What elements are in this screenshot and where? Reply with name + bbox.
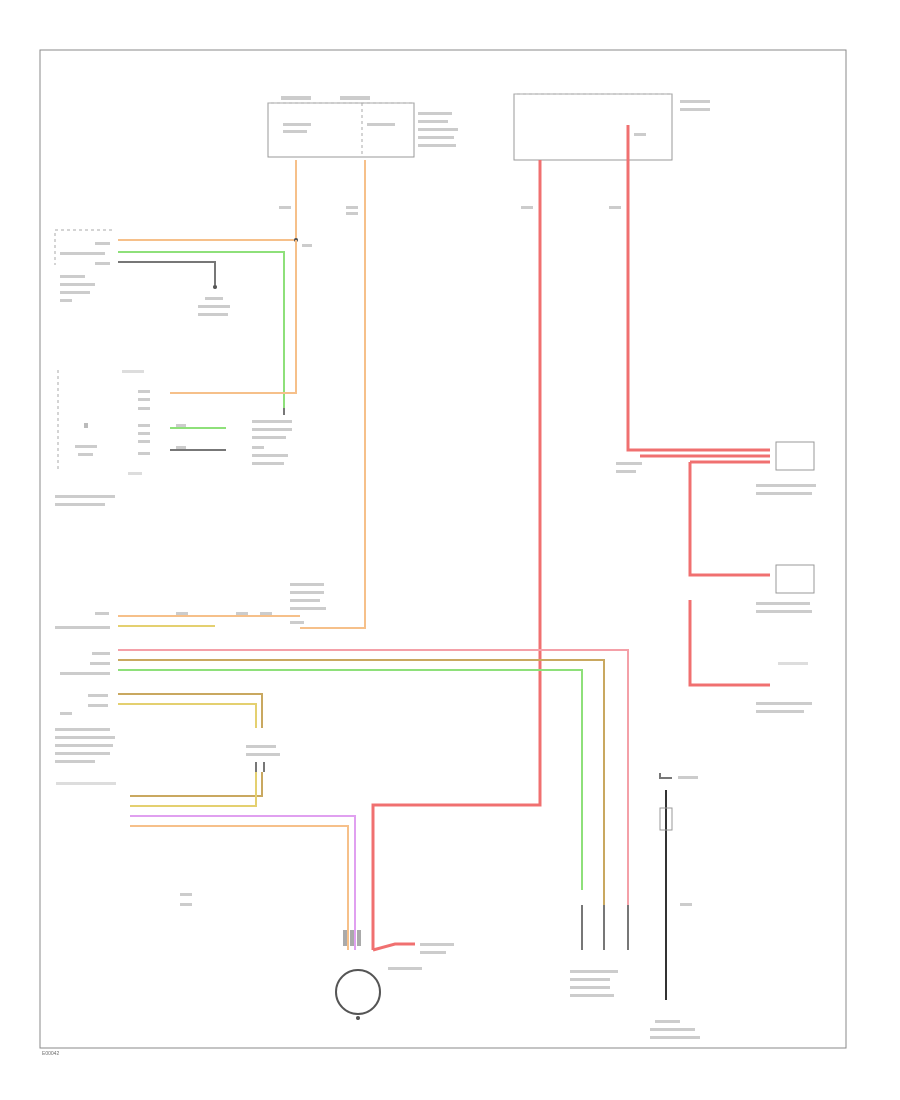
- wire-bcm-pink: [118, 649, 629, 925]
- wire-cluster-orange: [170, 240, 297, 394]
- wire-ecm-brown: [130, 772, 263, 797]
- wire-blower-ground: [118, 261, 216, 285]
- diagram-frame: [39, 49, 847, 1049]
- wire-bcm-green: [118, 669, 583, 890]
- right-connector-2: [756, 564, 815, 613]
- wire-generator-feed: [371, 160, 542, 950]
- wire-bcm-brown-2: [118, 693, 263, 728]
- wire-fuse-orange-right: [300, 160, 366, 629]
- instrument-panel-cluster: [55, 370, 150, 506]
- wire-ecm-orange: [130, 825, 349, 950]
- blower-motor-connector: [54, 229, 112, 302]
- splice-pins: [255, 762, 265, 772]
- wire-blower-green: [118, 251, 285, 408]
- wire-bcm-brown: [118, 659, 605, 925]
- wire-ecm-yellow: [130, 772, 257, 807]
- generator: [335, 930, 381, 1020]
- fuse-block: [267, 96, 458, 158]
- right-connector-1: [616, 441, 816, 495]
- wire-fuse-to-sensor: [626, 125, 770, 452]
- right-connector-3: [756, 662, 812, 713]
- wire-generator-out: [372, 942, 415, 952]
- generator-fuse-block: [513, 93, 710, 161]
- body-control-module: [55, 612, 115, 763]
- wire-ecm-violet: [130, 815, 356, 950]
- battery: [650, 773, 700, 1039]
- battery-current-sensor: [570, 905, 629, 997]
- wire-right-red-2: [688, 600, 770, 687]
- page-id: E00042: [42, 1051, 59, 1057]
- wire-bcm-yellow-2: [118, 703, 257, 728]
- wire-right-red-1: [688, 462, 770, 577]
